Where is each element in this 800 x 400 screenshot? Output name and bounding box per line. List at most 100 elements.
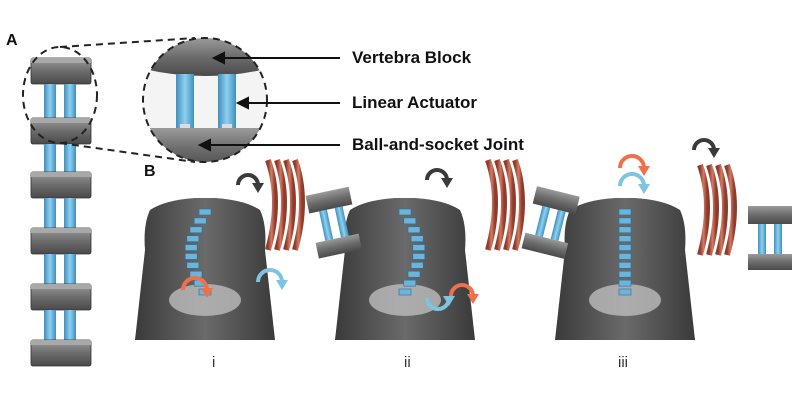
arrow-dark-3-arc [692, 138, 716, 151]
spine-segment-1-1 [198, 208, 212, 216]
spine-segment-1-7 [186, 262, 200, 269]
linear-actuator-3-2 [64, 198, 76, 228]
arrow-orange-2 [449, 283, 479, 304]
spine-segment-1-2 [193, 217, 207, 225]
arrow-blue-1-head [276, 280, 288, 290]
label-linear-actuator: Linear Actuator [352, 93, 478, 112]
arrow-blue-2-head [443, 296, 455, 306]
linear-actuator-4-2 [64, 254, 76, 284]
vertebra-block-top-1 [31, 58, 91, 63]
zoom-leader-top [59, 37, 196, 48]
zoom-actuator-right [218, 74, 236, 130]
muscle-group-3 [697, 164, 737, 256]
mini-block-top-3 [748, 206, 792, 224]
linear-actuator-5-2 [64, 310, 76, 340]
vertebra-block-top-5 [31, 284, 91, 289]
pelvis-3 [589, 284, 661, 316]
torso-2 [335, 198, 475, 340]
muscle-strand-2-4 [512, 159, 525, 251]
torso-figure-1 [135, 198, 275, 340]
torso-1 [135, 198, 275, 340]
vertebra-block-top-6 [31, 340, 91, 345]
label-vertebra-block: Vertebra Block [352, 48, 472, 67]
mini-actuator-right-3 [774, 224, 782, 254]
spine-segment-2-7 [410, 262, 424, 269]
spine-segment-3-1 [618, 208, 632, 216]
spine-segment-3-10 [618, 288, 632, 296]
spine-segment-3-7 [618, 262, 632, 269]
sublabel-ii: ii [404, 354, 411, 371]
pelvis-2 [369, 284, 441, 316]
spine-segment-2-5 [412, 244, 426, 251]
arrow-blue-3-head [638, 184, 650, 194]
posture-illustrations [135, 138, 792, 340]
muscle-strand-2-3 [503, 159, 516, 251]
torso-figure-2 [335, 198, 475, 340]
mini-block-bottom-3 [748, 254, 792, 270]
spine-segment-1-4 [186, 235, 200, 242]
vertebra-block-top-4 [31, 228, 91, 233]
spine-segment-2-2 [403, 217, 417, 225]
muscle-strand-1-4 [292, 159, 305, 251]
arrow-dark-1 [236, 173, 264, 193]
mini-actuator-right-1 [334, 206, 349, 238]
arrow-dark-2-head [441, 178, 453, 188]
mini-block-top-2 [532, 186, 580, 215]
arrow-orange-1 [181, 276, 213, 298]
muscle-strand-3-3 [715, 164, 728, 256]
spine-segment-1-3 [189, 226, 203, 234]
mini-actuator-right-2 [550, 209, 566, 241]
zoom-leader-bottom [59, 142, 196, 163]
linear-actuator-5-1 [44, 310, 56, 340]
label-ball-socket-joint: Ball-and-socket Joint [352, 135, 524, 154]
zoom-actuator-left [176, 74, 194, 130]
vertebra-block-top-2 [31, 118, 91, 123]
arrow-blue-3 [618, 172, 650, 194]
arrow-blue-1 [256, 268, 288, 290]
muscle-strand-1-1 [265, 159, 278, 251]
spine-segment-3-8 [618, 270, 632, 278]
spine-segment-3-9 [618, 279, 632, 287]
zoom-lower-block [143, 128, 267, 162]
muscle-strand-3-2 [706, 164, 719, 256]
arrow-dark-2-arc [425, 168, 449, 181]
torso-3 [555, 198, 695, 340]
mini-block-bottom-2 [521, 232, 569, 259]
spine-segment-2-8 [407, 270, 421, 278]
spine-segment-2-10 [398, 288, 412, 296]
linear-actuator-2-1 [44, 144, 56, 172]
spine-segment-3-5 [618, 244, 632, 251]
arrow-orange-1-head [201, 288, 213, 298]
spine-segment-2-1 [398, 208, 412, 216]
muscle-strand-2-2 [494, 159, 507, 251]
mini-module-3 [748, 206, 792, 270]
linear-actuator-2-2 [64, 144, 76, 172]
arrow-dark-3 [692, 138, 720, 158]
muscle-group-2 [485, 159, 525, 251]
muscle-strand-2-1 [485, 159, 498, 251]
spine-segment-2-4 [410, 235, 424, 242]
mini-actuator-left-3 [758, 224, 766, 254]
linear-actuator-1-2 [64, 84, 76, 118]
mini-module-2 [521, 186, 580, 259]
linear-actuator-1-1 [44, 84, 56, 118]
linear-actuator-3-1 [44, 198, 56, 228]
arrow-orange-2-arc [449, 283, 475, 297]
arrow-orange-2-head [467, 294, 479, 304]
linear-actuator-4-1 [44, 254, 56, 284]
panel-label-a: A [6, 32, 18, 49]
arrow-dark-1-arc [236, 173, 260, 186]
actuator-stack [30, 57, 92, 367]
spine-segment-2-9 [403, 279, 417, 287]
spine-segment-2-6 [412, 253, 426, 260]
spine-segment-1-5 [184, 244, 198, 251]
sublabel-iii: iii [618, 354, 628, 371]
spine-segment-3-4 [618, 235, 632, 242]
spine-segment-3-6 [618, 253, 632, 260]
torso-figure-3 [555, 198, 695, 340]
arrow-blue-2 [425, 296, 455, 311]
spine-segment-3-3 [618, 226, 632, 234]
muscle-strand-1-2 [274, 159, 287, 251]
callout-arrows [197, 51, 340, 152]
